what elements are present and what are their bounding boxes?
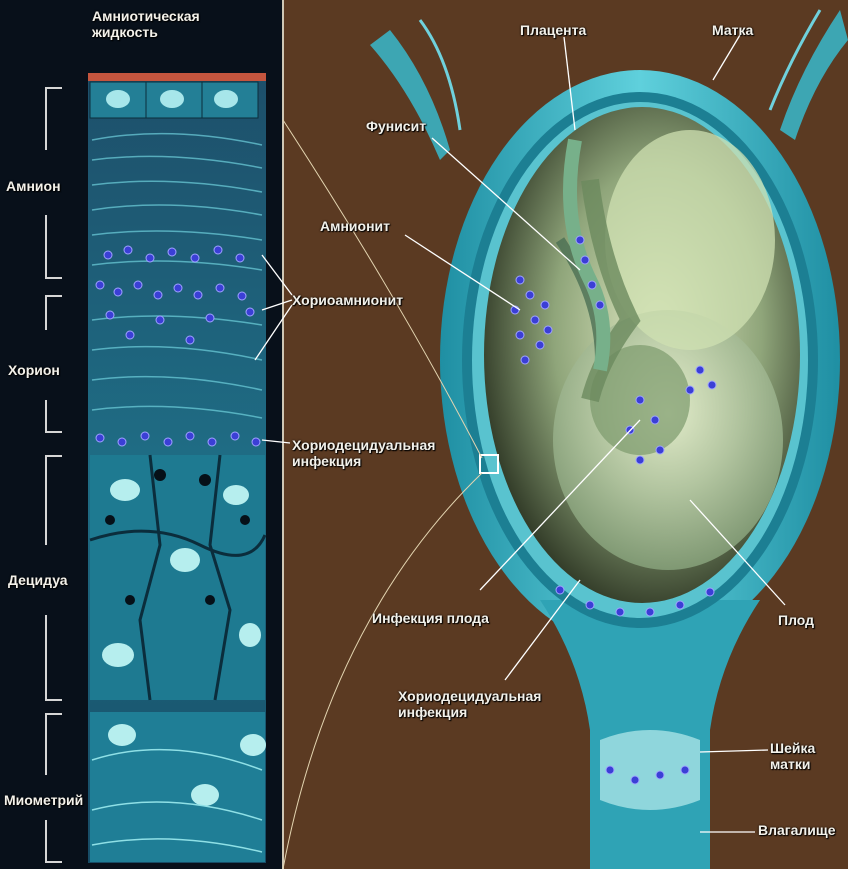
amniotic-fluid-band (88, 73, 266, 81)
label-cervix: Шейка матки (770, 740, 830, 772)
label-myometrium: Миометрий (4, 792, 83, 808)
label-chorion: Хорион (8, 362, 60, 378)
myometrium-cells (90, 712, 266, 862)
amnion-epithelium (90, 82, 258, 118)
label-vagina: Влагалище (758, 822, 836, 838)
label-fetus: Плод (778, 612, 814, 628)
label-amniotic-fluid: Амниотическая жидкость (92, 8, 242, 40)
label-chorioamnionitis: Хориоамнионит (292, 292, 403, 308)
decidual-cells (90, 455, 265, 700)
label-choriodecidual-infection-right: Хориодецидуальная инфекция (398, 688, 568, 720)
label-choriodecidual-infection-left: Хориодецидуальная инфекция (292, 437, 457, 469)
label-funisitis: Фунисит (366, 118, 426, 134)
label-amnionitis: Амнионит (320, 218, 390, 234)
label-decidua: Децидуа (8, 572, 68, 588)
label-placenta: Плацента (520, 22, 586, 38)
label-uterus: Матка (712, 22, 753, 38)
label-fetal-infection: Инфекция плода (372, 610, 489, 626)
label-amnion: Амнион (6, 178, 61, 194)
fetus (553, 130, 783, 570)
